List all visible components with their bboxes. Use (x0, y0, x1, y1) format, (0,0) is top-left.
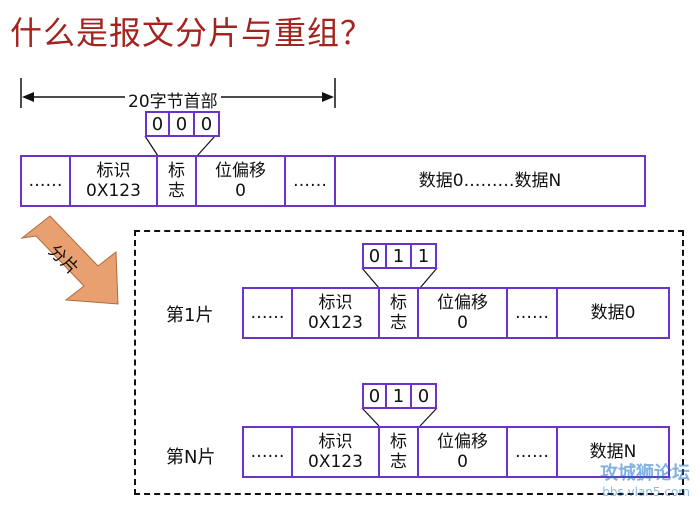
flag-bit: 1 (387, 243, 412, 269)
data-cell: 数据0………数据N (336, 155, 646, 207)
fragment-label: 第N片 (166, 447, 216, 468)
ellipsis-cell: …… (508, 287, 558, 339)
flag-bit: 0 (362, 383, 387, 409)
original-flags: 0 0 0 (145, 111, 220, 137)
original-packet: …… 标识 0X123 标 志 位偏移 0 …… 数据0………数据N (20, 155, 646, 207)
flag-cell: 标 志 (380, 426, 419, 478)
flag-cell: 标 志 (380, 287, 419, 339)
page-title: 什么是报文分片与重组？ (10, 14, 374, 52)
id-cell: 标识 0X123 (71, 155, 158, 207)
id-cell: 标识 0X123 (293, 426, 380, 478)
fragment-flags: 0 1 1 (362, 243, 437, 269)
data-cell: 数据0 (558, 287, 670, 339)
flag-bit: 0 (145, 111, 170, 137)
fragment-packet: …… 标识 0X123 标 志 位偏移 0 …… 数据N (242, 426, 670, 478)
offset-cell: 位偏移 0 (197, 155, 286, 207)
fragment-flags: 0 1 0 (362, 383, 437, 409)
flag-bit: 0 (412, 383, 437, 409)
offset-cell: 位偏移 0 (419, 426, 508, 478)
watermark-title: 攻城狮论坛 (600, 463, 690, 484)
watermark-url: bbs.vlan5.com (602, 485, 690, 499)
data-cell: 数据N (558, 426, 670, 478)
ellipsis-cell: …… (508, 426, 558, 478)
flag-bit: 1 (412, 243, 437, 269)
header-label: 20字节首部 (125, 87, 221, 112)
flag-bit: 0 (195, 111, 220, 137)
fragment-packet: …… 标识 0X123 标 志 位偏移 0 …… 数据0 (242, 287, 670, 339)
fragment-arrow-icon (20, 215, 119, 305)
offset-cell: 位偏移 0 (419, 287, 508, 339)
fragment-label: 第1片 (166, 305, 214, 326)
ellipsis-cell: …… (242, 426, 293, 478)
ellipsis-cell: …… (20, 155, 71, 207)
ellipsis-cell: …… (242, 287, 293, 339)
flag-bit: 1 (387, 383, 412, 409)
flag-cell: 标 志 (158, 155, 197, 207)
watermark: 攻城狮论坛 bbs.vlan5.com (600, 459, 690, 499)
id-cell: 标识 0X123 (293, 287, 380, 339)
flag-bit: 0 (362, 243, 387, 269)
fragments-box (134, 230, 684, 495)
ellipsis-cell: …… (286, 155, 336, 207)
flag-bit: 0 (170, 111, 195, 137)
